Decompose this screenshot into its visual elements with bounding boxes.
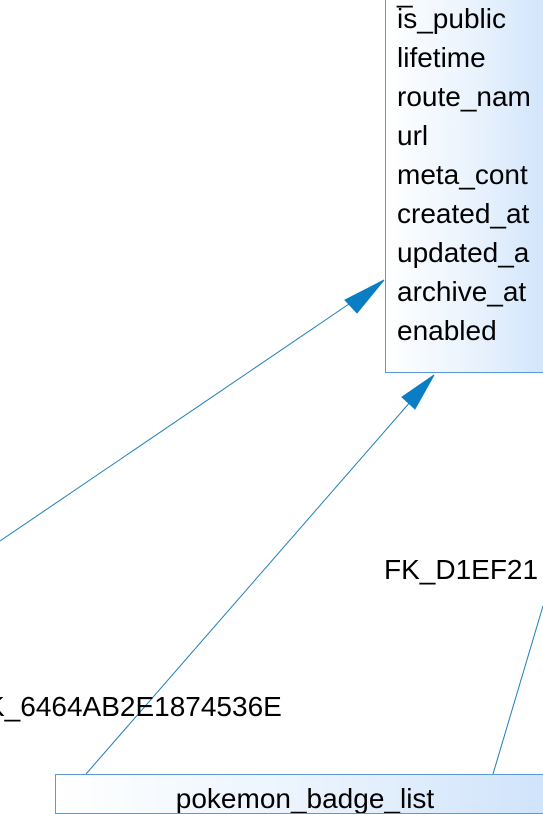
field-created-at: created_at [397,198,530,229]
relation-arrowhead-2 [401,374,435,410]
relation-label-2: FK_D1EF21 [384,554,539,585]
relation-line-3 [492,605,543,775]
entity-table-box[interactable]: _ is_public lifetime route_nam url meta_… [385,0,543,373]
relation-line-1 [0,286,375,542]
relation-label-1: K_6464AB2E1874536E [0,691,282,722]
relationship-diagram [0,279,543,775]
field-enabled: enabled [397,315,497,346]
field-is-public: is_public [397,3,506,34]
relation-arrowhead-1 [344,279,385,314]
entity-title: pokemon_badge_list [175,783,435,814]
entity-table-box-bottom[interactable]: pokemon_badge_list [55,774,543,814]
field-url: url [397,120,429,151]
field-partial: _ [397,0,413,7]
field-lifetime: lifetime [397,42,486,73]
field-list: is_public lifetime route_nam url meta_co… [397,0,531,350]
field-meta-content: meta_cont [397,159,528,190]
field-route-name: route_nam [397,81,531,112]
field-updated-at: updated_a [397,237,530,268]
relation-line-2 [85,384,426,775]
field-archive-at: archive_at [397,276,527,307]
